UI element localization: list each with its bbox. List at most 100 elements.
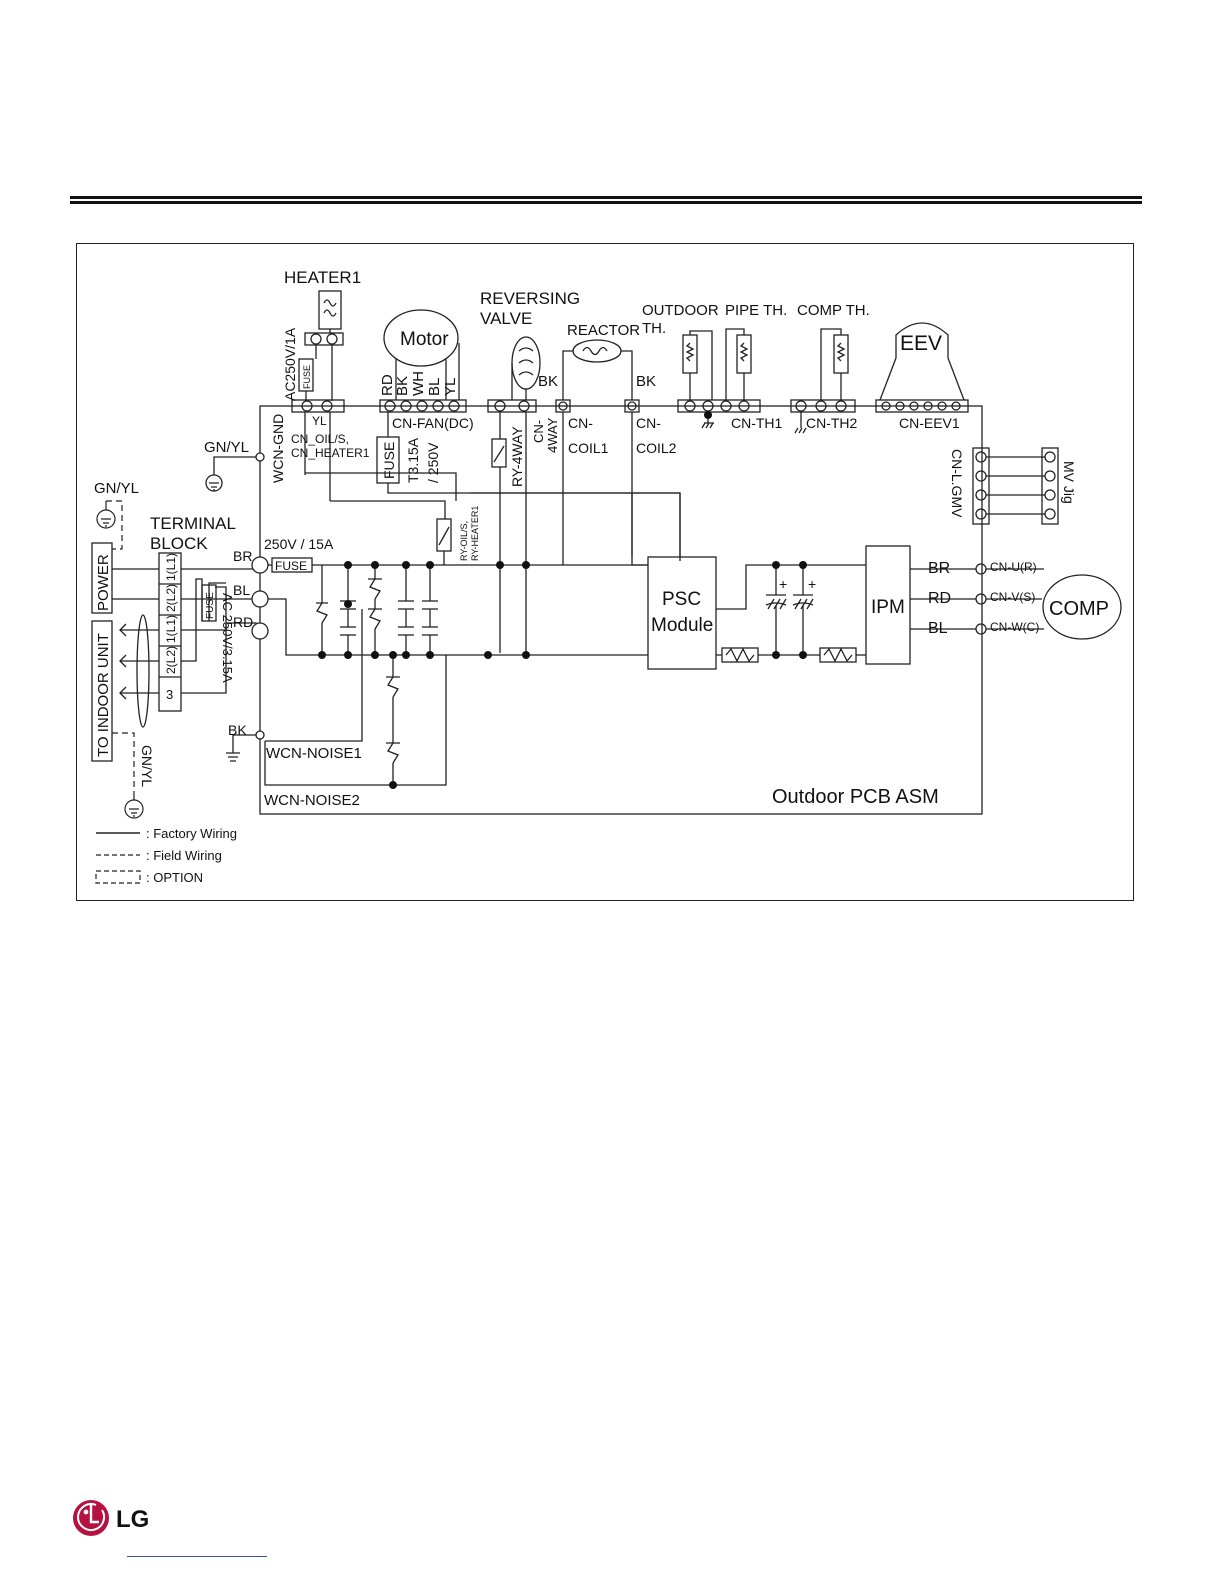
label-cn-4way-b: 4WAY: [545, 417, 560, 453]
heater1: [304, 290, 344, 401]
tb-slot-2: 2(L2): [164, 584, 178, 612]
tb-slot-5: 3: [166, 687, 173, 702]
label-outdoor-th2: TH.: [642, 320, 666, 337]
main-fuse: [271, 557, 313, 573]
label-heater-fuse: FUSE: [302, 365, 312, 389]
reactor: [555, 339, 648, 566]
label-fan-fuse-rating2: / 250V: [425, 442, 441, 483]
lg-logo: LG: [73, 1500, 149, 1536]
pipe-thermistor: [725, 328, 752, 400]
tb-slot-3: 1(L1): [164, 615, 178, 643]
label-fan-fuse-rating1: T3.15A: [405, 437, 421, 483]
fan-motor: [379, 309, 467, 413]
outdoor-thermistor: [682, 330, 713, 400]
label-ry-4way: RY-4WAY: [509, 426, 525, 487]
label-cn-coil1b: COIL1: [568, 440, 609, 456]
label-wcn-gnd: WCN-GND: [270, 414, 286, 483]
label-noise2: WCN-NOISE2: [264, 792, 360, 809]
label-cn-v: CN-V(S): [990, 590, 1035, 604]
label-wire-yl: YL: [442, 378, 459, 396]
label-wire-rd-out: RD: [928, 590, 951, 607]
legend-option: : OPTION: [146, 870, 203, 885]
label-plus-2: +: [808, 576, 816, 592]
label-module: Module: [651, 615, 713, 636]
cn-oil-connector: [291, 399, 345, 501]
cn-th1-connector: [677, 399, 761, 429]
label-ipm: IPM: [871, 597, 905, 618]
label-mv-jig: MV Jig: [1061, 461, 1077, 504]
label-pipe-th: PIPE TH.: [725, 302, 787, 319]
heater-fuse: [298, 358, 314, 401]
label-cn-eev1: CN-EEV1: [899, 415, 960, 431]
label-reactor: REACTOR: [567, 322, 640, 339]
eev-valve: [875, 322, 969, 413]
legend: : Factory Wiring : Field Wiring : OPTION: [95, 826, 237, 885]
label-heater-fuse-rating: AC250V/1A: [282, 327, 298, 401]
legend-factory: : Factory Wiring: [146, 826, 237, 841]
label-to-indoor: TO INDOOR UNIT: [95, 633, 112, 757]
label-main-fuse: FUSE: [275, 559, 307, 573]
label-bk-ground: BK: [228, 722, 247, 738]
label-cn-coil2b: COIL2: [636, 440, 677, 456]
label-bk-reactor: BK: [636, 373, 656, 390]
header-double-rule: [70, 196, 1142, 208]
label-cn-coil2a: CN-: [636, 415, 661, 431]
label-terminal: TERMINAL: [150, 514, 236, 533]
label-wire-bl: BL: [426, 378, 443, 396]
label-eev: EEV: [900, 332, 942, 355]
label-wire-wh: WH: [410, 371, 427, 396]
label-cn-fan: CN-FAN(DC): [392, 415, 474, 431]
legend-field: : Field Wiring: [146, 848, 222, 863]
label-wire-bl-out: BL: [928, 620, 948, 637]
footer-link-underline: [127, 1556, 267, 1557]
label-bl: BL: [233, 582, 250, 598]
cn-lgmv-connector: [972, 447, 1059, 525]
tb-slot-4: 2(L2): [164, 646, 178, 674]
junction-dots: [318, 411, 807, 789]
dc-link-capacitors: [765, 565, 814, 655]
label-cn-coil1a: CN-: [568, 415, 593, 431]
label-reversing: REVERSING: [480, 289, 580, 308]
pcb-outline: [259, 405, 983, 815]
ground-bk: [226, 734, 260, 762]
label-pcb-title: Outdoor PCB ASM: [772, 786, 939, 808]
label-main-fuse-rating: 250V / 15A: [264, 536, 334, 552]
label-plus-1: +: [779, 576, 787, 592]
line-neutral: [265, 598, 648, 656]
label-heater1: HEATER1: [284, 268, 361, 287]
label-fan-fuse: FUSE: [381, 442, 397, 479]
label-yl: YL: [312, 414, 327, 428]
label-cn-u: CN-U(R): [990, 560, 1037, 574]
wiring-diagram: HEATER1 Motor REVERSING VALVE REACTOR BK…: [76, 243, 1134, 901]
reversing-valve: [487, 336, 541, 653]
comp-thermistor: [790, 328, 856, 434]
label-cn-4way-a: CN-: [531, 420, 546, 443]
label-block: BLOCK: [150, 534, 208, 553]
indoor-arrows: [119, 614, 159, 728]
label-cn-lgmv: CN-L.GMV: [949, 449, 965, 518]
label-ry-oil: RY-OIL/S,: [459, 521, 469, 561]
lg-logo-text: LG: [116, 1506, 149, 1533]
ipm: [865, 545, 1044, 665]
label-wire-rd: RD: [379, 374, 396, 396]
label-gnyl-outer: GN/YL: [94, 480, 139, 497]
label-cn-w: CN-W(C): [990, 620, 1039, 634]
label-gnyl-indoor: GN/YL: [139, 745, 155, 787]
label-cn-th1: CN-TH1: [731, 415, 783, 431]
ground-gnd: [205, 456, 260, 492]
label-tb-fuse-rating: AC 250V/3.15A: [220, 593, 235, 683]
label-wire-bk: BK: [394, 376, 411, 396]
label-wire-br-out: BR: [928, 560, 950, 577]
field-wiring: [106, 500, 135, 791]
tb-slot-1: 1(L1): [164, 553, 178, 581]
label-cn-th2: CN-TH2: [806, 415, 858, 431]
label-outdoor-th: OUTDOOR: [642, 302, 719, 319]
label-tb-fuse: FUSE: [205, 592, 216, 619]
label-noise1: WCN-NOISE1: [266, 745, 362, 762]
label-power: POWER: [95, 554, 112, 611]
label-rd: RD: [233, 614, 253, 630]
label-psc: PSC: [662, 589, 701, 610]
heater-relay: [330, 500, 452, 565]
label-ry-heater: RY-HEATER1: [470, 506, 480, 561]
label-bk-reversing: BK: [538, 373, 558, 390]
